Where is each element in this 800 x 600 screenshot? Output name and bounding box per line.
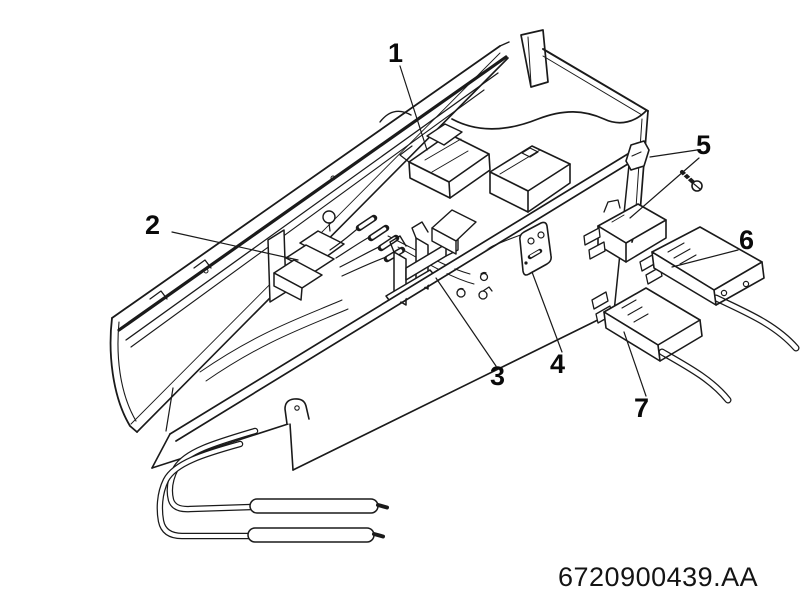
power-plug-7 bbox=[591, 287, 732, 404]
callout-7: 7 bbox=[634, 393, 650, 423]
relay-box bbox=[489, 145, 571, 213]
callout-1: 1 bbox=[388, 38, 404, 68]
rivets bbox=[456, 271, 493, 300]
part-number: 6720900439.AA bbox=[558, 562, 759, 592]
callout-4: 4 bbox=[550, 349, 566, 379]
cover-plate-4 bbox=[519, 221, 552, 276]
callout-3: 3 bbox=[490, 361, 506, 391]
front-rail bbox=[167, 151, 637, 442]
wire-connector-2 bbox=[267, 229, 345, 303]
callout-2: 2 bbox=[145, 210, 161, 240]
callout-5: 5 bbox=[696, 130, 712, 160]
screw-5 bbox=[680, 170, 703, 192]
housing-body bbox=[451, 29, 649, 313]
floor-panel bbox=[151, 312, 613, 471]
switch-block-1 bbox=[379, 110, 491, 199]
terminal-block bbox=[583, 199, 667, 263]
sensor-probes bbox=[156, 427, 259, 540]
probe-bulbs bbox=[247, 498, 389, 543]
retaining-clip bbox=[284, 398, 310, 425]
leader-lines bbox=[171, 65, 739, 397]
mid-bracket bbox=[431, 209, 477, 255]
corner-clip bbox=[625, 140, 650, 171]
callout-6: 6 bbox=[739, 225, 755, 255]
